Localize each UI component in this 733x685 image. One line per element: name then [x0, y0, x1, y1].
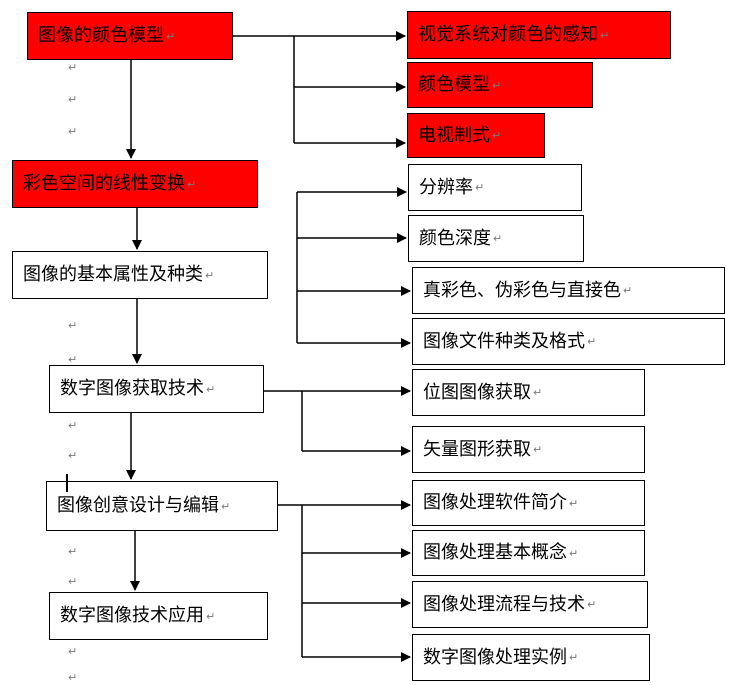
node-label: 图像处理基本概念 — [423, 542, 567, 563]
node-basic-concepts: 图像处理基本概念↵ — [412, 530, 645, 576]
node-vector-acquisition: 矢量图形获取↵ — [412, 426, 645, 473]
paragraph-mark: ↵ — [166, 29, 176, 43]
paragraph-mark: ↵ — [68, 671, 78, 684]
node-label: 矢量图形获取 — [423, 438, 531, 460]
node-label: 数字图像处理实例 — [423, 646, 567, 668]
node-color-depth: 颜色深度↵ — [408, 215, 584, 262]
paragraph-mark: ↵ — [533, 443, 543, 456]
paragraph-mark: ↵ — [492, 129, 502, 142]
node-label: 数字图像获取技术 — [60, 378, 204, 399]
node-software-intro: 图像处理软件简介↵ — [412, 480, 645, 526]
node-bitmap-acquisition: 位图图像获取↵ — [412, 369, 645, 416]
node-linear-transform: 彩色空间的线性变换↵ — [12, 160, 258, 208]
paragraph-mark: ↵ — [623, 284, 633, 297]
paragraph-mark: ↵ — [221, 499, 231, 513]
paragraph-mark: ↵ — [533, 386, 543, 399]
node-color-model-item: 颜色模型↵ — [407, 62, 593, 108]
node-examples: 数字图像处理实例↵ — [412, 634, 650, 681]
node-resolution: 分辨率↵ — [408, 164, 582, 211]
node-visual-perception: 视觉系统对颜色的感知↵ — [407, 11, 671, 59]
paragraph-mark: ↵ — [569, 496, 579, 510]
node-label: 图像处理流程与技术 — [423, 593, 585, 615]
paragraph-mark: ↵ — [206, 382, 216, 396]
paragraph-mark: ↵ — [68, 319, 78, 332]
paragraph-mark: ↵ — [587, 335, 597, 348]
paragraph-mark: ↵ — [68, 545, 78, 558]
paragraph-mark: ↵ — [68, 61, 78, 74]
node-workflow: 图像处理流程与技术↵ — [412, 581, 648, 628]
paragraph-mark: ↵ — [587, 598, 597, 611]
node-label: 数字图像技术应用 — [60, 605, 204, 626]
node-application: 数字图像技术应用↵ — [49, 592, 268, 640]
node-label: 颜色模型 — [418, 74, 490, 95]
node-color-model: 图像的颜色模型↵ — [27, 12, 233, 60]
node-label: 图像创意设计与编辑 — [57, 495, 219, 516]
paragraph-mark: ↵ — [492, 78, 502, 92]
node-label: 颜色深度 — [419, 227, 491, 249]
node-label: 图像处理软件简介 — [423, 492, 567, 513]
text-cursor — [66, 474, 68, 492]
node-label: 位图图像获取 — [423, 381, 531, 403]
node-label: 真彩色、伪彩色与直接色 — [423, 279, 621, 301]
paragraph-mark: ↵ — [493, 232, 503, 245]
paragraph-mark: ↵ — [475, 181, 485, 194]
paragraph-mark: ↵ — [68, 93, 78, 106]
node-label: 图像文件种类及格式 — [423, 330, 585, 352]
paragraph-mark: ↵ — [569, 651, 579, 664]
node-label: 图像的颜色模型 — [38, 25, 164, 46]
paragraph-mark: ↵ — [68, 449, 78, 462]
node-label: 电视制式 — [418, 124, 490, 146]
node-label: 视觉系统对颜色的感知 — [418, 24, 598, 45]
paragraph-mark: ↵ — [68, 575, 78, 588]
paragraph-mark: ↵ — [68, 353, 78, 366]
paragraph-mark: ↵ — [569, 546, 579, 560]
node-color-types: 真彩色、伪彩色与直接色↵ — [412, 267, 725, 314]
node-creative-design: 图像创意设计与编辑↵ — [46, 481, 278, 531]
node-label: 分辨率 — [419, 176, 473, 198]
paragraph-mark: ↵ — [68, 645, 78, 658]
paragraph-mark: ↵ — [206, 609, 216, 623]
node-label: 彩色空间的线性变换 — [23, 173, 185, 194]
paragraph-mark: ↵ — [68, 419, 78, 432]
paragraph-mark: ↵ — [205, 268, 215, 282]
paragraph-mark: ↵ — [600, 28, 610, 42]
paragraph-mark: ↵ — [187, 177, 197, 191]
node-file-formats: 图像文件种类及格式↵ — [412, 318, 725, 365]
node-acquisition: 数字图像获取技术↵ — [49, 365, 264, 413]
node-tv-standard: 电视制式↵ — [407, 113, 545, 158]
paragraph-mark: ↵ — [68, 125, 78, 138]
node-label: 图像的基本属性及种类 — [23, 264, 203, 285]
node-basic-attributes: 图像的基本属性及种类↵ — [12, 251, 268, 299]
